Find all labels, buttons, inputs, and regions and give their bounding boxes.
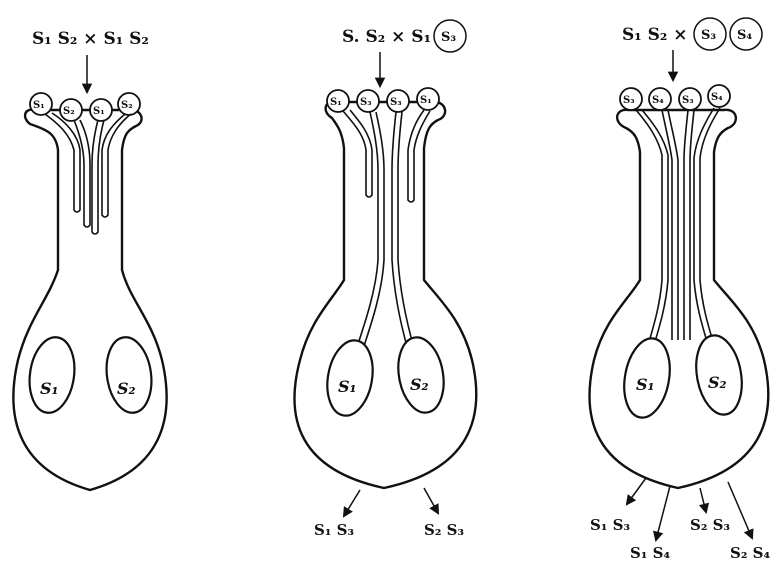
cross-label-1: S₁ S₂ × S₁ S₂ (32, 29, 149, 49)
pistil-3: S₁ S₂ × S₃ S₄ S₃ S₄ S₃ S₄ S₁ (589, 18, 770, 562)
progeny-label: S₁ S₃ (314, 521, 354, 539)
progeny-arrow (728, 482, 752, 538)
grain-label: S₁ (330, 97, 342, 108)
circled-label: S₄ (737, 28, 752, 43)
grain-label: S₁ (33, 100, 45, 111)
grain-label: S₄ (652, 95, 664, 106)
grain-label: S₁ (420, 95, 432, 106)
grain-label: S₃ (360, 97, 372, 108)
progeny-label: S₁ S₄ (630, 544, 670, 562)
circled-label: S₃ (441, 30, 456, 45)
cross-label-3: S₁ S₂ × (622, 25, 688, 45)
pistil-3-grains: S₃ S₄ S₃ S₄ (620, 85, 730, 110)
pistil-3-outline (589, 110, 768, 488)
ovule-label: S₂ (708, 373, 727, 392)
progeny-label: S₂ S₃ (690, 516, 730, 534)
ovule-label: S₂ (117, 379, 136, 398)
ovule-label: S₁ (636, 375, 655, 394)
pistil-2: S. S₂ × S₁ S₃ S₁ S₃ S₃ S₁ S₁ S₂ (294, 20, 476, 539)
progeny-label: S₁ S₃ (590, 516, 630, 534)
grain-label: S₃ (623, 95, 635, 106)
grain-label: S₂ (63, 106, 75, 117)
grain-label: S₂ (121, 100, 133, 111)
progeny-label: S₂ S₄ (730, 544, 770, 562)
cross-label-2: S. S₂ × S₁ (342, 27, 431, 47)
progeny-arrow (700, 488, 706, 512)
progeny-arrow (627, 478, 646, 504)
pistil-2-outline (294, 102, 476, 488)
progeny-label: S₂ S₃ (424, 521, 464, 539)
ovule-label: S₂ (410, 375, 429, 394)
circled-label: S₃ (701, 28, 716, 43)
progeny-arrow (344, 490, 360, 516)
grain-label: S₁ (93, 106, 105, 117)
progeny-arrow (424, 488, 438, 513)
grain-label: S₃ (682, 95, 694, 106)
pistil-1: S₁ S₂ × S₁ S₂ S₁ S₂ S₁ S₂ S₁ S₂ (13, 29, 166, 490)
grain-label: S₃ (390, 97, 402, 108)
progeny-arrow (656, 486, 670, 540)
ovule-label: S₁ (40, 379, 59, 398)
ovule-label: S₁ (338, 377, 357, 396)
grain-label: S₄ (711, 92, 723, 103)
